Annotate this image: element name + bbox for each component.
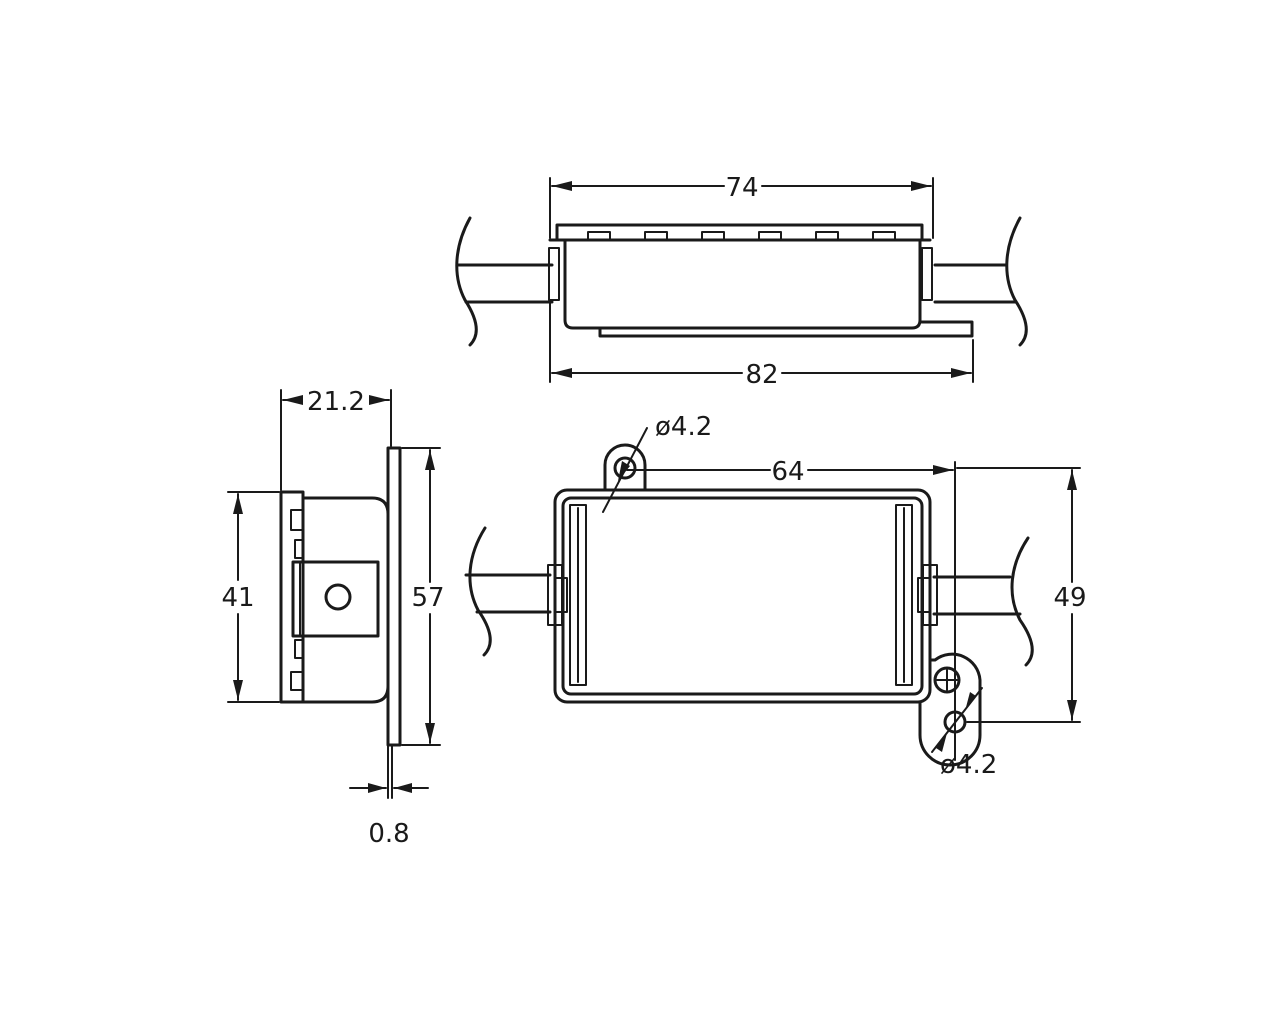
dim-label-64: 64: [771, 457, 804, 487]
dim-label-0-8: 0.8: [368, 819, 409, 849]
dimension-49: 49: [956, 467, 1087, 723]
dim-label-57: 57: [411, 583, 444, 613]
top-view: [455, 216, 1028, 347]
dim-label-74: 74: [725, 173, 758, 203]
dim-label-82: 82: [745, 360, 778, 390]
dimension-41: 41: [221, 491, 280, 703]
dimension-21-2: 21.2: [280, 387, 392, 491]
dim-label-41: 41: [221, 583, 254, 613]
dim-label-hole-bottom: ø4.2: [940, 750, 997, 780]
dimension-82: 82: [549, 299, 974, 390]
dimension-74: 74: [549, 173, 934, 239]
dim-label-49: 49: [1053, 583, 1086, 613]
dimension-hole-bottom: ø4.2: [931, 687, 997, 780]
dim-label-21-2: 21.2: [307, 387, 365, 417]
dimension-0-8: 0.8: [349, 744, 429, 849]
dimension-64: 64: [626, 457, 956, 761]
front-view: [464, 443, 1034, 767]
side-view: [279, 446, 402, 747]
dim-label-hole-top: ø4.2: [655, 412, 712, 442]
dimension-57: 57: [401, 447, 445, 746]
dimension-hole-top: ø4.2: [602, 412, 712, 513]
